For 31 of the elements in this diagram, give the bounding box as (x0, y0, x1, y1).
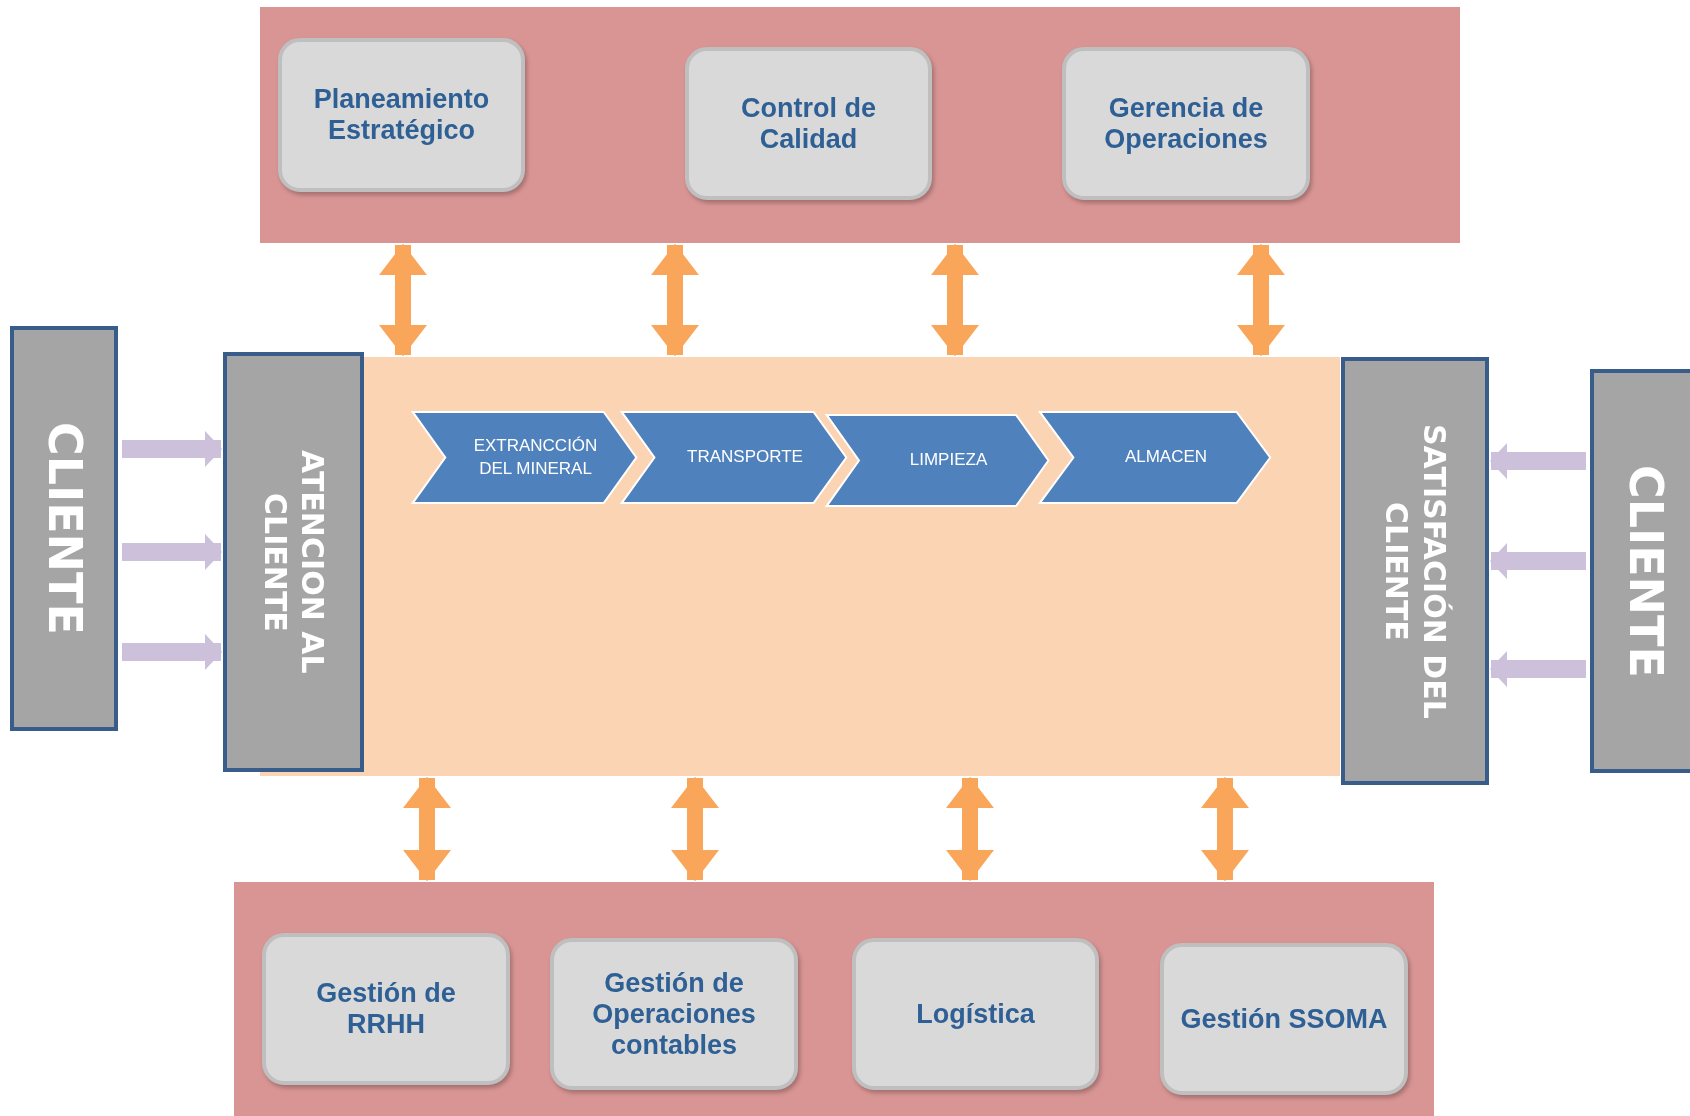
arrow (122, 431, 222, 467)
process-box: Planeamiento Estratégico (278, 38, 525, 192)
double-arrow (931, 244, 979, 356)
panel-background (234, 882, 1434, 1116)
chevron-step: EXTRANCCIÓN DEL MINERAL (408, 410, 641, 505)
double-arrow (1237, 244, 1285, 356)
side-bar: CLIENTE (10, 326, 118, 731)
arrow (122, 534, 222, 570)
process-box: Gerencia de Operaciones (1062, 47, 1310, 200)
process-box: Gestión de Operaciones contables (550, 938, 798, 1090)
double-arrow (403, 777, 451, 881)
chevron-step: LIMPIEZA (822, 413, 1053, 508)
process-box: Logística (852, 938, 1099, 1090)
double-arrow (379, 244, 427, 356)
side-bar: ATENCION AL CLIENTE (223, 352, 364, 772)
arrow (1490, 651, 1586, 687)
side-bar: SATISFACIÓN DEL CLIENTE (1341, 357, 1489, 785)
process-box: Gestión de RRHH (262, 933, 510, 1085)
panel-background (260, 7, 1460, 243)
arrow (1490, 543, 1586, 579)
double-arrow (651, 244, 699, 356)
arrow (122, 634, 222, 670)
panel-background (260, 357, 1340, 776)
chevron-step: TRANSPORTE (617, 410, 851, 505)
process-box: Gestión SSOMA (1160, 943, 1408, 1095)
double-arrow (671, 777, 719, 881)
process-box: Control de Calidad (685, 47, 932, 200)
double-arrow (946, 777, 994, 881)
double-arrow (1201, 777, 1249, 881)
arrow (1490, 443, 1586, 479)
side-bar: CLIENTE (1590, 369, 1690, 773)
